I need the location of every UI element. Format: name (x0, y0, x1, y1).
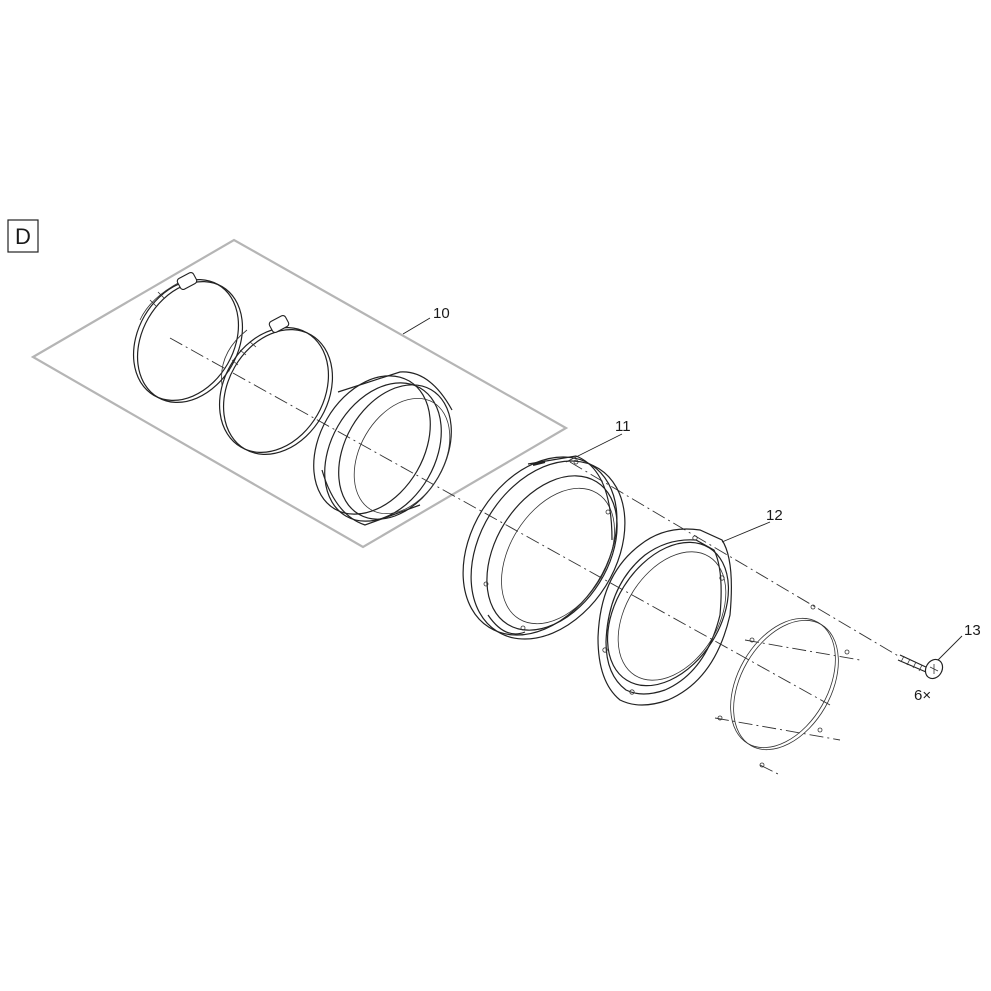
screw-icon (897, 654, 944, 680)
leader-12 (721, 521, 771, 543)
plate-icon (597, 528, 732, 706)
screw-axis-mid (744, 639, 861, 661)
sleeve-icon (313, 371, 453, 526)
leader-13 (937, 635, 963, 661)
gasket-icon (717, 604, 850, 768)
callout-11: 11 (615, 418, 631, 435)
flange-icon (462, 455, 626, 640)
quantity-label: 6× (914, 687, 931, 704)
callout-10: 10 (433, 305, 450, 322)
leader-10 (402, 317, 431, 335)
center-axis (169, 337, 831, 706)
section-label: D (7, 219, 39, 253)
screw-axis-bottom (714, 717, 841, 741)
hose-clamp-icon (132, 271, 244, 403)
leader-11 (565, 433, 623, 463)
hose-clamp-icon (218, 314, 334, 455)
part-10-group-box (30, 238, 569, 549)
callout-13: 13 (964, 622, 981, 639)
callout-12: 12 (766, 507, 783, 524)
screw-axis-top (569, 461, 901, 658)
section-letter: D (15, 224, 31, 249)
